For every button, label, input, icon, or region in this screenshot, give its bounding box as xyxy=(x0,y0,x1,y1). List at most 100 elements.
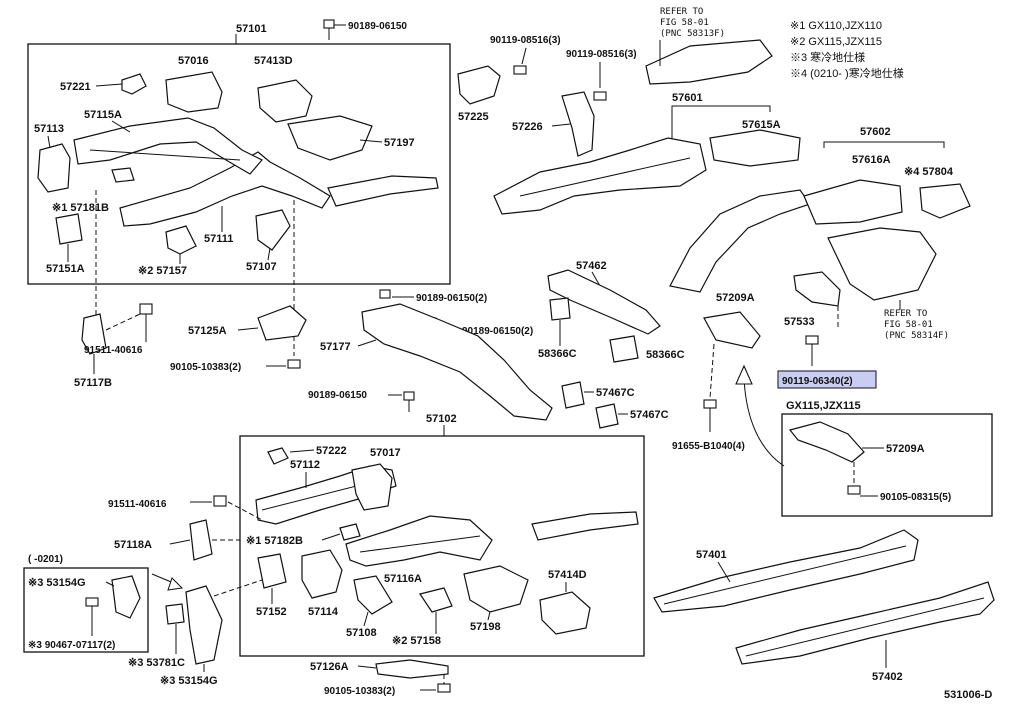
part-57616A[interactable] xyxy=(803,179,903,225)
label-57226[interactable]: 57226 xyxy=(512,121,543,133)
label-57116A[interactable]: 57116A xyxy=(384,573,422,585)
label-57467C-a[interactable]: 57467C xyxy=(596,387,635,399)
label-57413D[interactable]: 57413D xyxy=(254,55,293,67)
label-57108[interactable]: 57108 xyxy=(346,627,377,639)
part-57102-rail-extension[interactable] xyxy=(531,511,639,541)
part-57209A-inset[interactable] xyxy=(788,421,865,463)
part-57225[interactable] xyxy=(457,65,501,105)
label-90105-10383-b[interactable]: 90105-10383(2) xyxy=(324,686,395,697)
label-90189-06150-mid[interactable]: 90189-06150 xyxy=(308,390,367,401)
part-57117B[interactable] xyxy=(81,313,107,355)
part-58366C-a[interactable] xyxy=(549,297,571,321)
label-57118A[interactable]: 57118A xyxy=(114,539,152,551)
part-53154G[interactable] xyxy=(185,585,223,665)
part-57115A-rail[interactable] xyxy=(73,117,263,175)
label-90105-08315[interactable]: 90105-08315(5) xyxy=(880,492,951,503)
bolt-90105-10383-a[interactable] xyxy=(287,359,301,369)
part-57602-rail[interactable] xyxy=(669,189,811,293)
part-57601-rail[interactable] xyxy=(493,137,707,215)
label-91655-B1040[interactable]: 91655-B1040(4) xyxy=(672,441,745,452)
label-57414D[interactable]: 57414D xyxy=(548,569,587,581)
label-57157[interactable]: ※2 57157 xyxy=(138,265,187,277)
label-57126A[interactable]: 57126A xyxy=(310,661,349,673)
bolt-90119-08516-b[interactable] xyxy=(593,91,607,101)
part-57467C-a[interactable] xyxy=(561,381,585,409)
part-57221[interactable] xyxy=(121,73,147,95)
label-57221[interactable]: 57221 xyxy=(60,81,91,93)
part-57182B[interactable] xyxy=(339,523,361,541)
label-53781C[interactable]: ※3 53781C xyxy=(128,657,185,669)
label-57804[interactable]: ※4 57804 xyxy=(904,166,954,178)
label-57402[interactable]: 57402 xyxy=(872,671,903,683)
bolt-90119-08516-a[interactable] xyxy=(513,65,527,75)
bolt-90189-06150-mid[interactable] xyxy=(403,391,415,412)
bolt-90105-08315[interactable] xyxy=(847,485,861,495)
label-91511-40616-b[interactable]: 91511-40616 xyxy=(108,499,167,510)
label-57533[interactable]: 57533 xyxy=(784,316,815,328)
part-57467C-b[interactable] xyxy=(595,403,619,429)
part-53781C[interactable] xyxy=(165,603,185,625)
label-90189-06150-2a[interactable]: 90189-06150(2) xyxy=(416,293,487,304)
label-90189-06150-2b[interactable]: 90189-06150(2) xyxy=(462,326,533,337)
label-57152[interactable]: 57152 xyxy=(256,606,287,618)
part-57101-rail-extension[interactable] xyxy=(327,175,439,207)
label-57401[interactable]: 57401 xyxy=(696,549,727,561)
bolt-90105-10383-b[interactable] xyxy=(437,683,451,693)
label-90105-10383-a[interactable]: 90105-10383(2) xyxy=(170,362,241,373)
part-57111-rail[interactable] xyxy=(119,151,331,227)
part-57151A[interactable] xyxy=(55,213,83,245)
label-57016[interactable]: 57016 xyxy=(178,55,209,67)
part-57401[interactable] xyxy=(653,529,919,613)
bolt-90189-06150-top[interactable] xyxy=(323,19,335,40)
label-91511-40616-a[interactable]: 91511-40616 xyxy=(84,345,143,356)
label-57107[interactable]: 57107 xyxy=(246,261,277,273)
label-57225[interactable]: 57225 xyxy=(458,111,489,123)
part-57157[interactable] xyxy=(165,225,197,255)
part-57198[interactable] xyxy=(463,565,529,613)
label-57182B[interactable]: ※1 57182B xyxy=(246,535,303,547)
part-57181B[interactable] xyxy=(111,167,135,183)
part-57413D[interactable] xyxy=(257,79,313,123)
part-57158[interactable] xyxy=(419,587,453,613)
part-57177[interactable] xyxy=(361,303,553,421)
part-57414D[interactable] xyxy=(539,591,591,635)
part-57615A[interactable] xyxy=(709,129,801,167)
label-57158[interactable]: ※2 57158 xyxy=(392,635,441,647)
label-57125A[interactable]: 57125A xyxy=(188,325,227,337)
bolt-90119-06340[interactable] xyxy=(805,335,819,366)
label-57197[interactable]: 57197 xyxy=(384,137,415,149)
bolt-90467-07117[interactable] xyxy=(85,597,99,607)
label-90119-06340[interactable]: 90119-06340(2) xyxy=(782,376,853,387)
part-57209A-top[interactable] xyxy=(703,311,761,349)
part-57108[interactable] xyxy=(353,575,393,615)
label-90467-07117[interactable]: ※3 90467-07117(2) xyxy=(28,640,115,651)
highlight-90119-06340[interactable] xyxy=(777,370,877,389)
bolt-91655-B1040[interactable] xyxy=(703,399,717,432)
part-57222[interactable] xyxy=(267,447,289,465)
label-57198[interactable]: 57198 xyxy=(470,621,501,633)
label-57615A[interactable]: 57615A xyxy=(742,119,781,131)
label-57177[interactable]: 57177 xyxy=(320,341,351,353)
label-57181B[interactable]: ※1 57181B xyxy=(52,202,109,214)
label-57102[interactable]: 57102 xyxy=(426,413,457,425)
part-58366C-b[interactable] xyxy=(609,335,639,363)
label-57601[interactable]: 57601 xyxy=(672,92,703,104)
label-57209A-top[interactable]: 57209A xyxy=(716,292,755,304)
part-58313F-reference[interactable] xyxy=(645,39,773,85)
label-90189-06150-top[interactable]: 90189-06150 xyxy=(348,21,407,32)
label-57602[interactable]: 57602 xyxy=(860,126,891,138)
part-57118A[interactable] xyxy=(189,519,213,561)
part-57113[interactable] xyxy=(37,143,71,193)
label-57222[interactable]: 57222 xyxy=(316,445,347,457)
part-58314F-reference[interactable] xyxy=(827,227,937,301)
part-57125A[interactable] xyxy=(257,305,307,341)
label-53154G-b[interactable]: ※3 53154G xyxy=(160,675,218,687)
part-57017[interactable] xyxy=(351,463,393,511)
part-57197[interactable] xyxy=(287,115,373,161)
label-57113[interactable]: 57113 xyxy=(34,123,64,135)
part-57116A[interactable] xyxy=(345,515,493,567)
part-57226[interactable] xyxy=(561,91,595,157)
label-57112[interactable]: 57112 xyxy=(290,459,320,471)
bolt-91511-40616-a[interactable] xyxy=(139,303,153,315)
part-57114[interactable] xyxy=(301,549,343,599)
